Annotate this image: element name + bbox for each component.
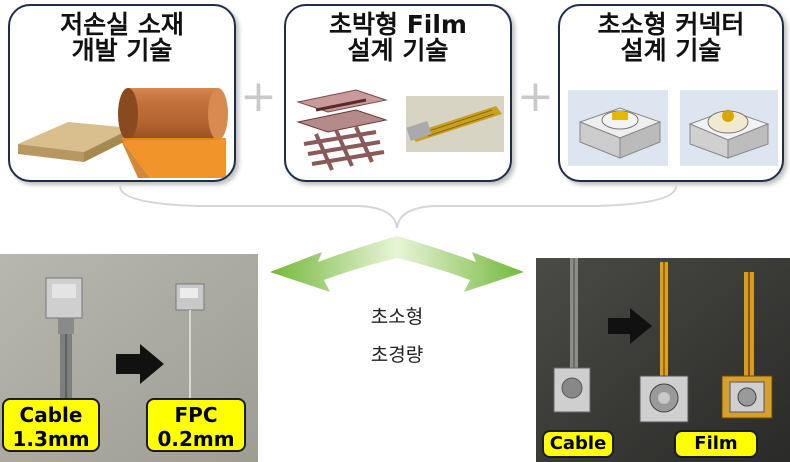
tag-line: Cable <box>19 403 83 427</box>
panel-ultra-thin-film: 초박형 Film 설계 기술 <box>284 4 512 182</box>
cable-vs-fpc-photo: Cable 1.3mm FPC 0.2mm <box>0 254 258 462</box>
center-label-line2: 초경량 <box>370 344 424 366</box>
tag-film: Film <box>674 430 758 458</box>
plus-sign: + <box>517 71 554 122</box>
tag-cable: Cable <box>542 430 614 458</box>
plus-sign: + <box>240 71 277 122</box>
panel-micro-connector: 초소형 커넥터 설계 기술 <box>558 4 784 182</box>
material-illustration <box>18 88 228 178</box>
tag-line: 0.2mm <box>157 427 235 451</box>
panel-low-loss-material: 저손실 소재 개발 기술 <box>8 4 236 182</box>
connector-illustration <box>568 90 778 166</box>
panel-title: 초박형 Film 설계 기술 <box>329 10 467 65</box>
tag-fpc-0-2mm: FPC 0.2mm <box>146 398 246 452</box>
film-illustration <box>296 89 504 171</box>
cable-vs-film-photo: Cable Film <box>536 258 790 462</box>
arrow-left <box>270 236 397 292</box>
arrow-right <box>397 236 524 292</box>
cable-film-illustration <box>536 258 790 462</box>
tag-line: 1.3mm <box>12 427 90 451</box>
panel-title: 저손실 소재 개발 기술 <box>60 10 184 65</box>
center-label-line1: 초소형 <box>370 306 424 328</box>
panel-title: 초소형 커넥터 설계 기술 <box>597 10 745 65</box>
tag-cable-1-3mm: Cable 1.3mm <box>2 398 100 452</box>
tag-line: FPC <box>174 403 218 427</box>
